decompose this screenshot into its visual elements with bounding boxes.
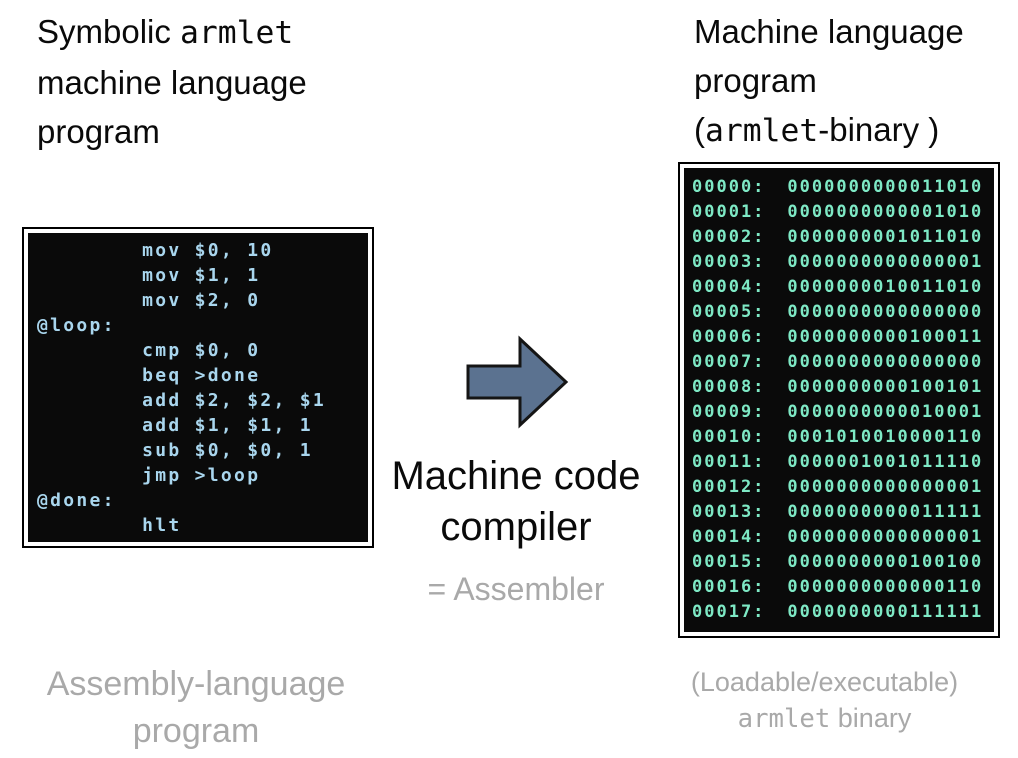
right-title-binary-text: -binary ) [818,111,940,148]
memory-address: 00003: [692,252,766,272]
assembly-caption: Assembly-language program [12,661,380,755]
memory-address: 00000: [692,177,766,197]
left-title-line3: program [37,113,160,150]
memory-bits: 0000000000000001 [787,252,984,272]
memory-address: 00004: [692,277,766,297]
right-title-armlet-code: armlet [705,113,819,149]
memory-bits: 0000000000001010 [787,202,984,222]
code-line: beq >done [37,365,261,386]
memory-bits: 0000000000000000 [787,302,984,322]
memory-address: 00007: [692,352,766,372]
memory-bits: 0000001001011110 [787,452,984,472]
right-title: Machine language program (armlet-binary … [694,7,1018,156]
memory-address: 00011: [692,452,766,472]
memory-bits: 0001010010000110 [787,427,984,447]
assembly-caption-line1: Assembly-language [46,665,346,703]
memory-address: 00014: [692,527,766,547]
compiler-label-line2: compiler [440,505,592,549]
memory-address: 00017: [692,602,766,622]
memory-bits: 0000000000010001 [787,402,984,422]
memory-row: 00014: 0000000000000001 [692,525,994,550]
memory-bits: 0000000000000001 [787,477,984,497]
binary-caption: (Loadable/executable) armlet binary [652,664,997,737]
memory-bits: 0000000000011111 [787,502,984,522]
memory-address: 00013: [692,502,766,522]
memory-address: 00001: [692,202,766,222]
binary-code-screen: 00000: 0000000000011010 00001: 00000000000… [684,168,994,632]
right-title-line2: program [694,62,817,99]
memory-bits: 0000000000100011 [787,327,984,347]
memory-bits: 0000000000100100 [787,552,984,572]
code-line: hlt [37,515,182,536]
left-title: Symbolic armlet machine language program [37,7,382,156]
assembly-caption-line2: program [132,712,260,750]
memory-row: 00000: 0000000000011010 [692,175,994,200]
memory-row: 00015: 0000000000100100 [692,550,994,575]
memory-bits: 0000000010011010 [787,277,984,297]
memory-address: 00016: [692,577,766,597]
memory-address: 00010: [692,427,766,447]
code-line: mov $2, 0 [37,290,261,311]
memory-bits: 0000000001011010 [787,227,984,247]
memory-bits: 0000000000011010 [787,177,984,197]
binary-caption-binary-text: binary [830,703,912,733]
compiler-label: Machine code compiler [383,451,649,553]
memory-row: 00012: 0000000000000001 [692,475,994,500]
memory-row: 00002: 0000000001011010 [692,225,994,250]
code-line: mov $0, 10 [37,240,274,261]
memory-bits: 0000000000000000 [787,352,984,372]
left-title-line1: Symbolic armlet [37,7,382,58]
memory-row: 00011: 0000001001011110 [692,450,994,475]
assembly-code-box: mov $0, 10 mov $1, 1 mov $2, 0 @loop: cm… [22,227,374,548]
memory-address: 00005: [692,302,766,322]
assembly-code-screen: mov $0, 10 mov $1, 1 mov $2, 0 @loop: cm… [28,233,368,542]
right-arrow-icon [464,332,572,432]
memory-row: 00001: 0000000000001010 [692,200,994,225]
memory-row: 00006: 0000000000100011 [692,325,994,350]
left-title-armlet-code: armlet [180,15,294,51]
memory-row: 00008: 0000000000100101 [692,375,994,400]
right-title-paren: ( [694,111,705,148]
memory-address: 00009: [692,402,766,422]
memory-row: 00004: 0000000010011010 [692,275,994,300]
memory-row: 00009: 0000000000010001 [692,400,994,425]
memory-address: 00006: [692,327,766,347]
right-title-line1: Machine language [694,13,964,50]
binary-caption-line2: armlet binary [652,700,997,737]
assembler-note: = Assembler [427,571,605,607]
code-line: add $1, $1, 1 [37,415,313,436]
memory-row: 00003: 0000000000000001 [692,250,994,275]
memory-bits: 0000000000100101 [787,377,984,397]
compiler-label-line1: Machine code [391,454,641,498]
left-title-line1-text: Symbolic [37,13,181,50]
memory-bits: 0000000000111111 [787,602,984,622]
memory-row: 00013: 0000000000011111 [692,500,994,525]
memory-address: 00012: [692,477,766,497]
code-line: mov $1, 1 [37,265,261,286]
memory-row: 00017: 0000000000111111 [692,600,994,625]
code-line: sub $0, $0, 1 [37,440,313,461]
memory-address: 00008: [692,377,766,397]
binary-caption-armlet-code: armlet [737,704,831,734]
memory-row: 00010: 0001010010000110 [692,425,994,450]
memory-row: 00007: 0000000000000000 [692,350,994,375]
memory-address: 00002: [692,227,766,247]
code-line: @loop: [37,315,116,336]
binary-caption-line1: (Loadable/executable) [690,667,959,697]
memory-row: 00005: 0000000000000000 [692,300,994,325]
memory-address: 00015: [692,552,766,572]
right-title-line3: (armlet-binary ) [694,105,1018,156]
code-line: add $2, $2, $1 [37,390,327,411]
binary-code-box: 00000: 0000000000011010 00001: 00000000000… [678,162,1000,638]
memory-row: 00016: 0000000000000110 [692,575,994,600]
memory-bits: 0000000000000110 [787,577,984,597]
code-line: cmp $0, 0 [37,340,261,361]
memory-bits: 0000000000000001 [787,527,984,547]
code-line: jmp >loop [37,465,261,486]
left-title-line2: machine language [37,64,307,101]
code-line: @done: [37,490,116,511]
